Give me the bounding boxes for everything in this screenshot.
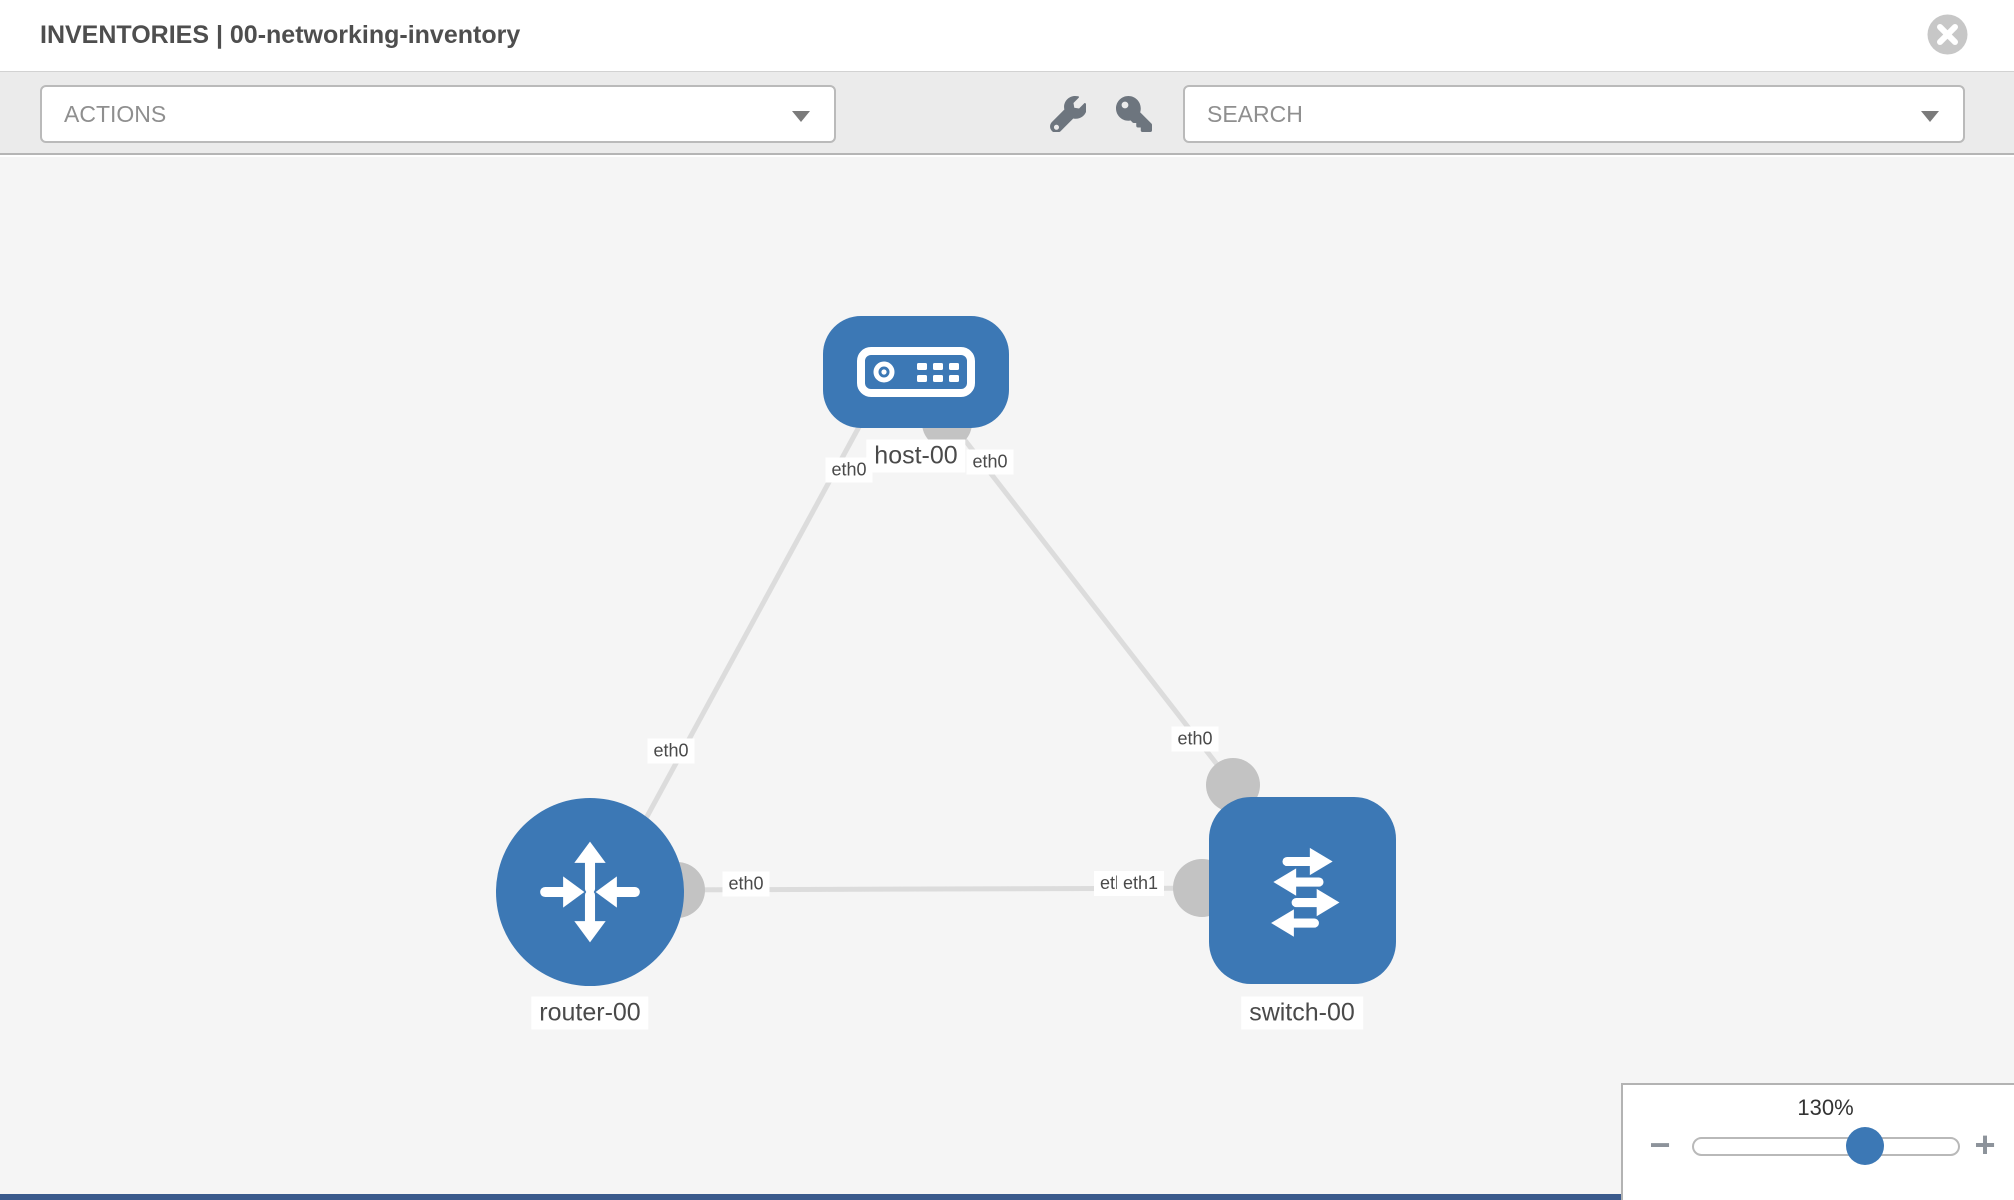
page-title: INVENTORIES | 00-networking-inventory [40, 21, 521, 49]
zoom-slider-track[interactable] [1692, 1137, 1960, 1156]
chevron-down-icon [792, 111, 810, 122]
node-label-host: host-00 [866, 439, 966, 473]
search-dropdown-label: SEARCH [1207, 101, 1303, 127]
node-router[interactable] [496, 798, 684, 986]
actions-dropdown[interactable]: ACTIONS [40, 85, 836, 143]
wrench-icon[interactable] [1050, 96, 1087, 137]
node-label-switch: switch-00 [1241, 996, 1363, 1030]
interface-label-router-to-host: eth0 [647, 738, 695, 764]
interface-label-switch-eth1: eth1 [1117, 871, 1165, 896]
topology-canvas[interactable]: host-00 router-00 switch-00 eth0 eth0 et… [0, 157, 2014, 1200]
actions-dropdown-label: ACTIONS [64, 101, 167, 127]
link-line-host-router [622, 423, 863, 859]
node-label-router: router-00 [531, 996, 649, 1030]
zoom-level-value: 130% [1797, 1095, 1854, 1120]
topology-edges [622, 398, 1260, 918]
server-icon [857, 347, 975, 397]
toolbar: ACTIONS SEARCH [0, 72, 2014, 155]
chevron-down-icon [1921, 111, 1939, 122]
key-icon[interactable] [1116, 96, 1152, 137]
zoom-panel: 130% − + [1621, 1083, 2014, 1200]
node-host[interactable] [823, 316, 1009, 428]
node-switch[interactable] [1209, 797, 1396, 984]
zoom-slider-thumb[interactable] [1846, 1127, 1884, 1165]
header: INVENTORIES | 00-networking-inventory [0, 0, 2014, 72]
interface-label-router-to-switch: eth0 [722, 871, 770, 897]
interface-label-host-to-router: eth0 [825, 457, 873, 483]
switch-icon [1271, 847, 1340, 937]
link-line-host-switch [948, 419, 1235, 787]
interface-label-switch-to-host: eth0 [1171, 726, 1219, 752]
search-dropdown[interactable]: SEARCH [1183, 85, 1965, 143]
router-icon [540, 841, 640, 943]
bottom-strip [0, 1194, 1621, 1200]
close-icon[interactable] [1927, 14, 1968, 55]
zoom-in-button[interactable]: + [1974, 1124, 1996, 1165]
interface-label-host-to-switch: eth0 [966, 449, 1014, 475]
zoom-out-button[interactable]: − [1649, 1124, 1671, 1165]
